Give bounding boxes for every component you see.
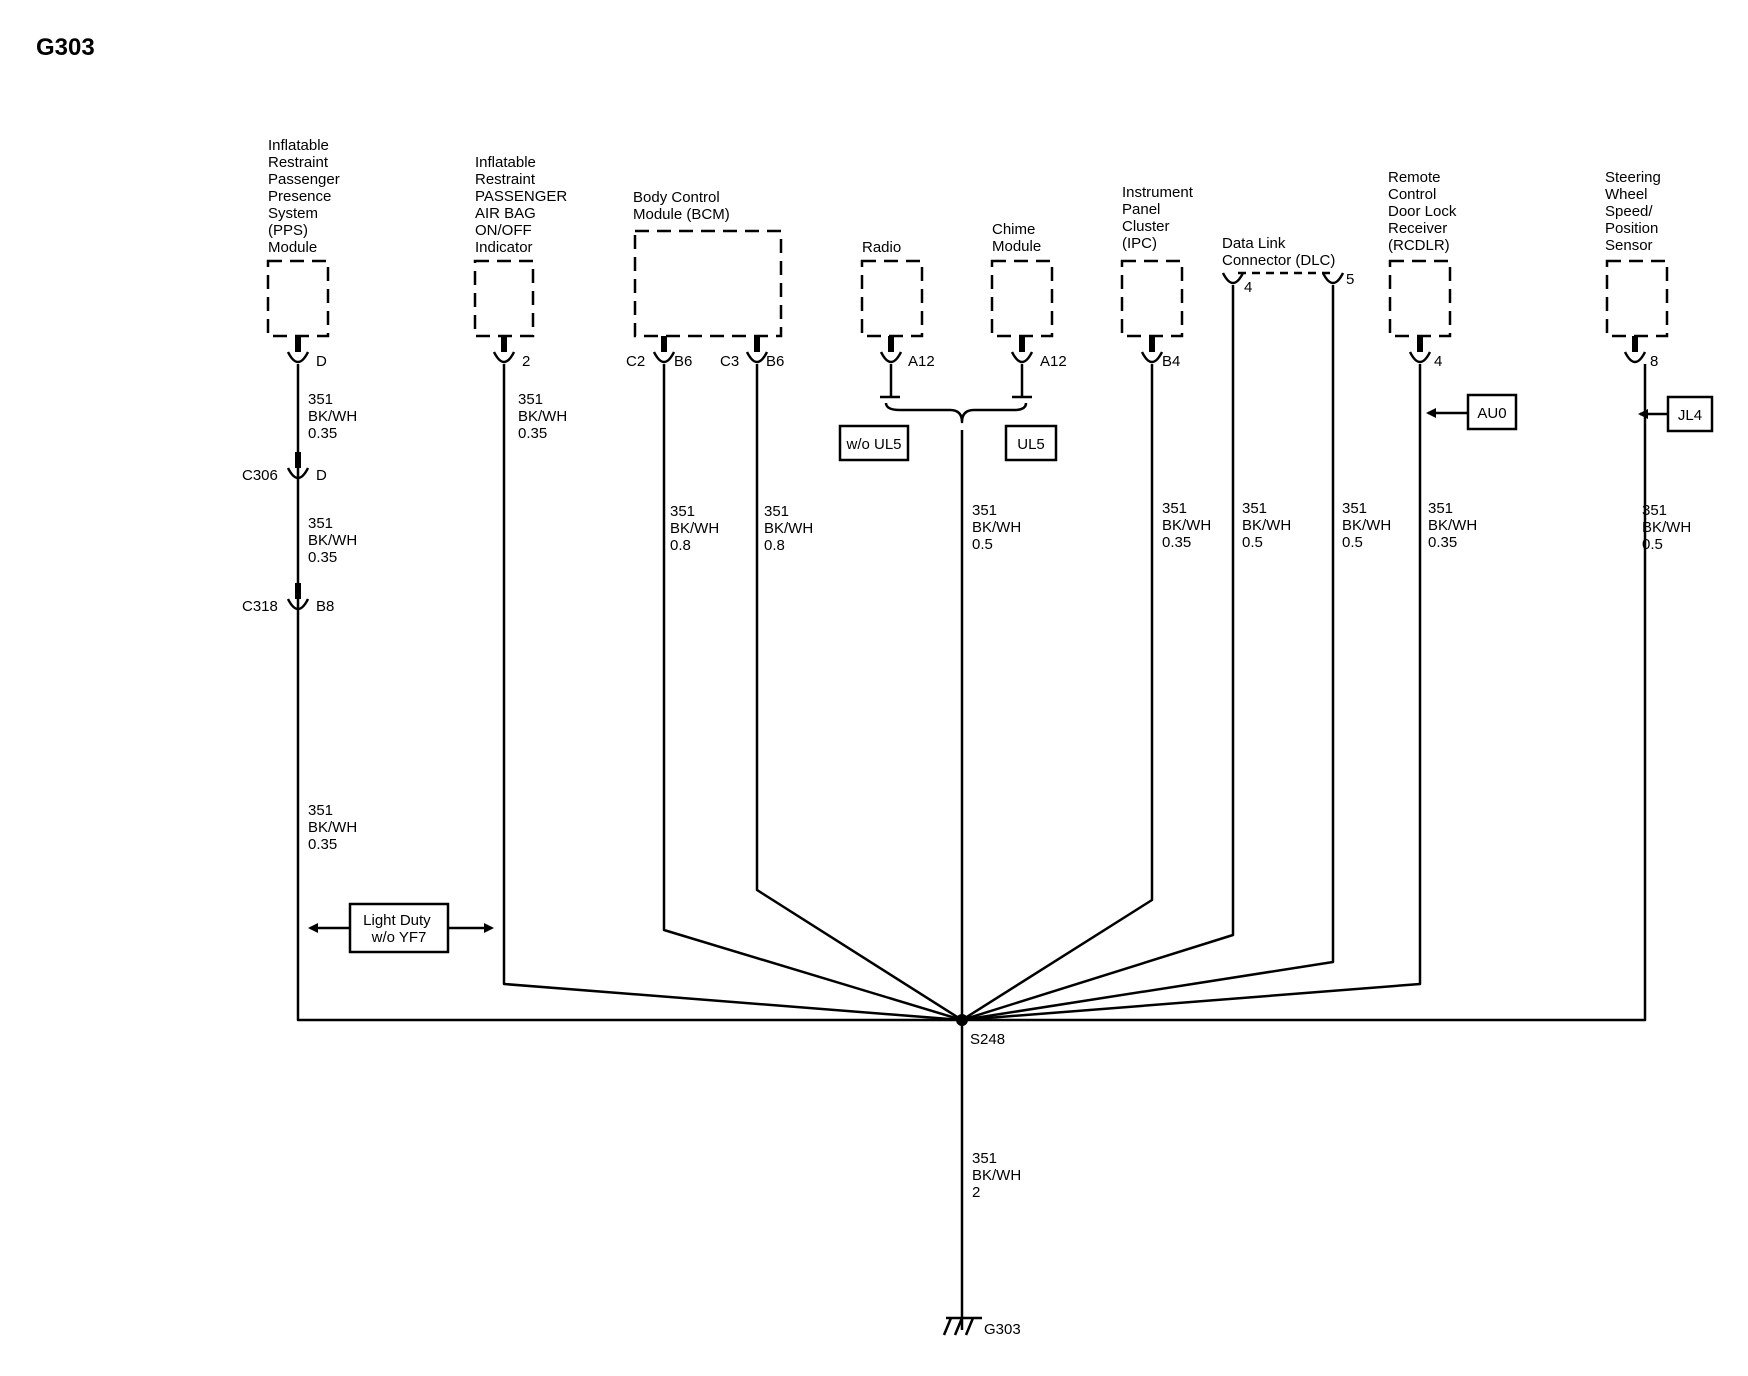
chime-pin: A12 bbox=[1040, 353, 1067, 370]
connector-symbols bbox=[286, 272, 1647, 611]
airbag-indicator-box bbox=[473, 259, 535, 338]
ipc-connector-pin bbox=[1140, 336, 1164, 364]
airbag-indicator-label: Inflatable Restraint PASSENGER AIR BAG O… bbox=[475, 154, 571, 256]
chime-label: Chime Module bbox=[992, 221, 1041, 255]
ground-symbol bbox=[942, 1316, 982, 1336]
dlc-pin-a-label: 4 bbox=[1244, 279, 1252, 296]
chime-connector-pin bbox=[1010, 336, 1034, 364]
airbag-connector-pin bbox=[492, 336, 516, 364]
ipc-label: Instrument Panel Cluster (IPC) bbox=[1122, 184, 1197, 252]
wires bbox=[296, 285, 1647, 1330]
c306-pin: D bbox=[316, 467, 327, 484]
rcdlr-box bbox=[1388, 259, 1452, 338]
wire-dlc-b bbox=[961, 285, 1335, 1022]
pps-connector-pin bbox=[286, 336, 310, 364]
ipc-pin: B4 bbox=[1162, 353, 1180, 370]
wire-ipc bbox=[961, 364, 1154, 1022]
wire-pps bbox=[296, 364, 1647, 1022]
bcm-label: Body Control Module (BCM) bbox=[633, 189, 730, 223]
bcm-c3-conn: C3 bbox=[720, 353, 739, 370]
c318-pin: B8 bbox=[316, 598, 334, 615]
radio-connector-pin bbox=[879, 336, 903, 364]
component-labels: Inflatable Restraint Passenger Presence … bbox=[268, 137, 1665, 269]
c318-connector bbox=[286, 583, 310, 611]
dlc-pin-b bbox=[1321, 272, 1345, 285]
airbag-pin: 2 bbox=[522, 353, 530, 370]
dlc-pin-b-label: 5 bbox=[1346, 271, 1354, 288]
swps-box bbox=[1605, 259, 1669, 338]
ul5-box bbox=[1004, 424, 1058, 462]
dlc-label: Data Link Connector (DLC) bbox=[1222, 235, 1335, 269]
c318-name: C318 bbox=[242, 598, 278, 615]
wire-bcm-c2 bbox=[662, 364, 963, 1022]
radio-label: Radio bbox=[862, 239, 901, 256]
option-brace bbox=[884, 402, 1028, 424]
pps-label: Inflatable Restraint Passenger Presence … bbox=[268, 137, 344, 256]
wo-ul5-label: w/o UL5 bbox=[845, 436, 901, 453]
option-markers bbox=[308, 393, 1714, 954]
splice-s248 bbox=[956, 1014, 968, 1026]
radio-box bbox=[860, 259, 924, 338]
bcm-c3-connector-pin bbox=[745, 336, 769, 364]
dlc-pin-a bbox=[1221, 272, 1245, 285]
pps-pin: D bbox=[316, 353, 327, 370]
wire-dlc-a bbox=[961, 285, 1235, 1022]
c306-connector bbox=[286, 452, 310, 480]
bcm-c3-pin: B6 bbox=[766, 353, 784, 370]
wire-rcdlr bbox=[961, 364, 1422, 1022]
option-labels: w/o UL5 UL5 AU0 JL4 Light Duty w/o YF7 S… bbox=[363, 405, 1702, 1338]
wire-bcm-c3 bbox=[755, 364, 963, 1022]
bcm-c2-connector-pin bbox=[652, 336, 676, 364]
chime-module-box bbox=[990, 259, 1054, 338]
rcdlr-pin: 4 bbox=[1434, 353, 1442, 370]
pps-module-box bbox=[266, 259, 330, 338]
c306-name: C306 bbox=[242, 467, 278, 484]
wo-ul5-box bbox=[838, 424, 910, 462]
bcm-c2-pin: B6 bbox=[674, 353, 692, 370]
light-duty-label: Light Duty w/o YF7 bbox=[363, 912, 435, 946]
swps-label: Steering Wheel Speed/ Position Sensor bbox=[1605, 169, 1665, 254]
ul5-label: UL5 bbox=[1017, 436, 1045, 453]
jl4-label: JL4 bbox=[1678, 407, 1702, 424]
pin-labels: D 2 C2 B6 C3 B6 A12 A12 B4 4 5 4 8 C306 … bbox=[242, 271, 1658, 615]
rcdlr-label: Remote Control Door Lock Receiver (RCDLR… bbox=[1388, 169, 1461, 254]
page-title: G303 bbox=[36, 34, 95, 61]
bcm-box bbox=[633, 229, 783, 338]
ground-label: G303 bbox=[984, 1321, 1021, 1338]
bcm-c2-conn: C2 bbox=[626, 353, 645, 370]
swps-connector-pin bbox=[1623, 336, 1647, 364]
rcdlr-connector-pin bbox=[1408, 336, 1432, 364]
ipc-box bbox=[1120, 259, 1184, 338]
radio-pin: A12 bbox=[908, 353, 935, 370]
au0-label: AU0 bbox=[1477, 405, 1506, 422]
wire-airbag bbox=[502, 364, 963, 1022]
splice-label: S248 bbox=[970, 1031, 1005, 1048]
swps-pin: 8 bbox=[1650, 353, 1658, 370]
